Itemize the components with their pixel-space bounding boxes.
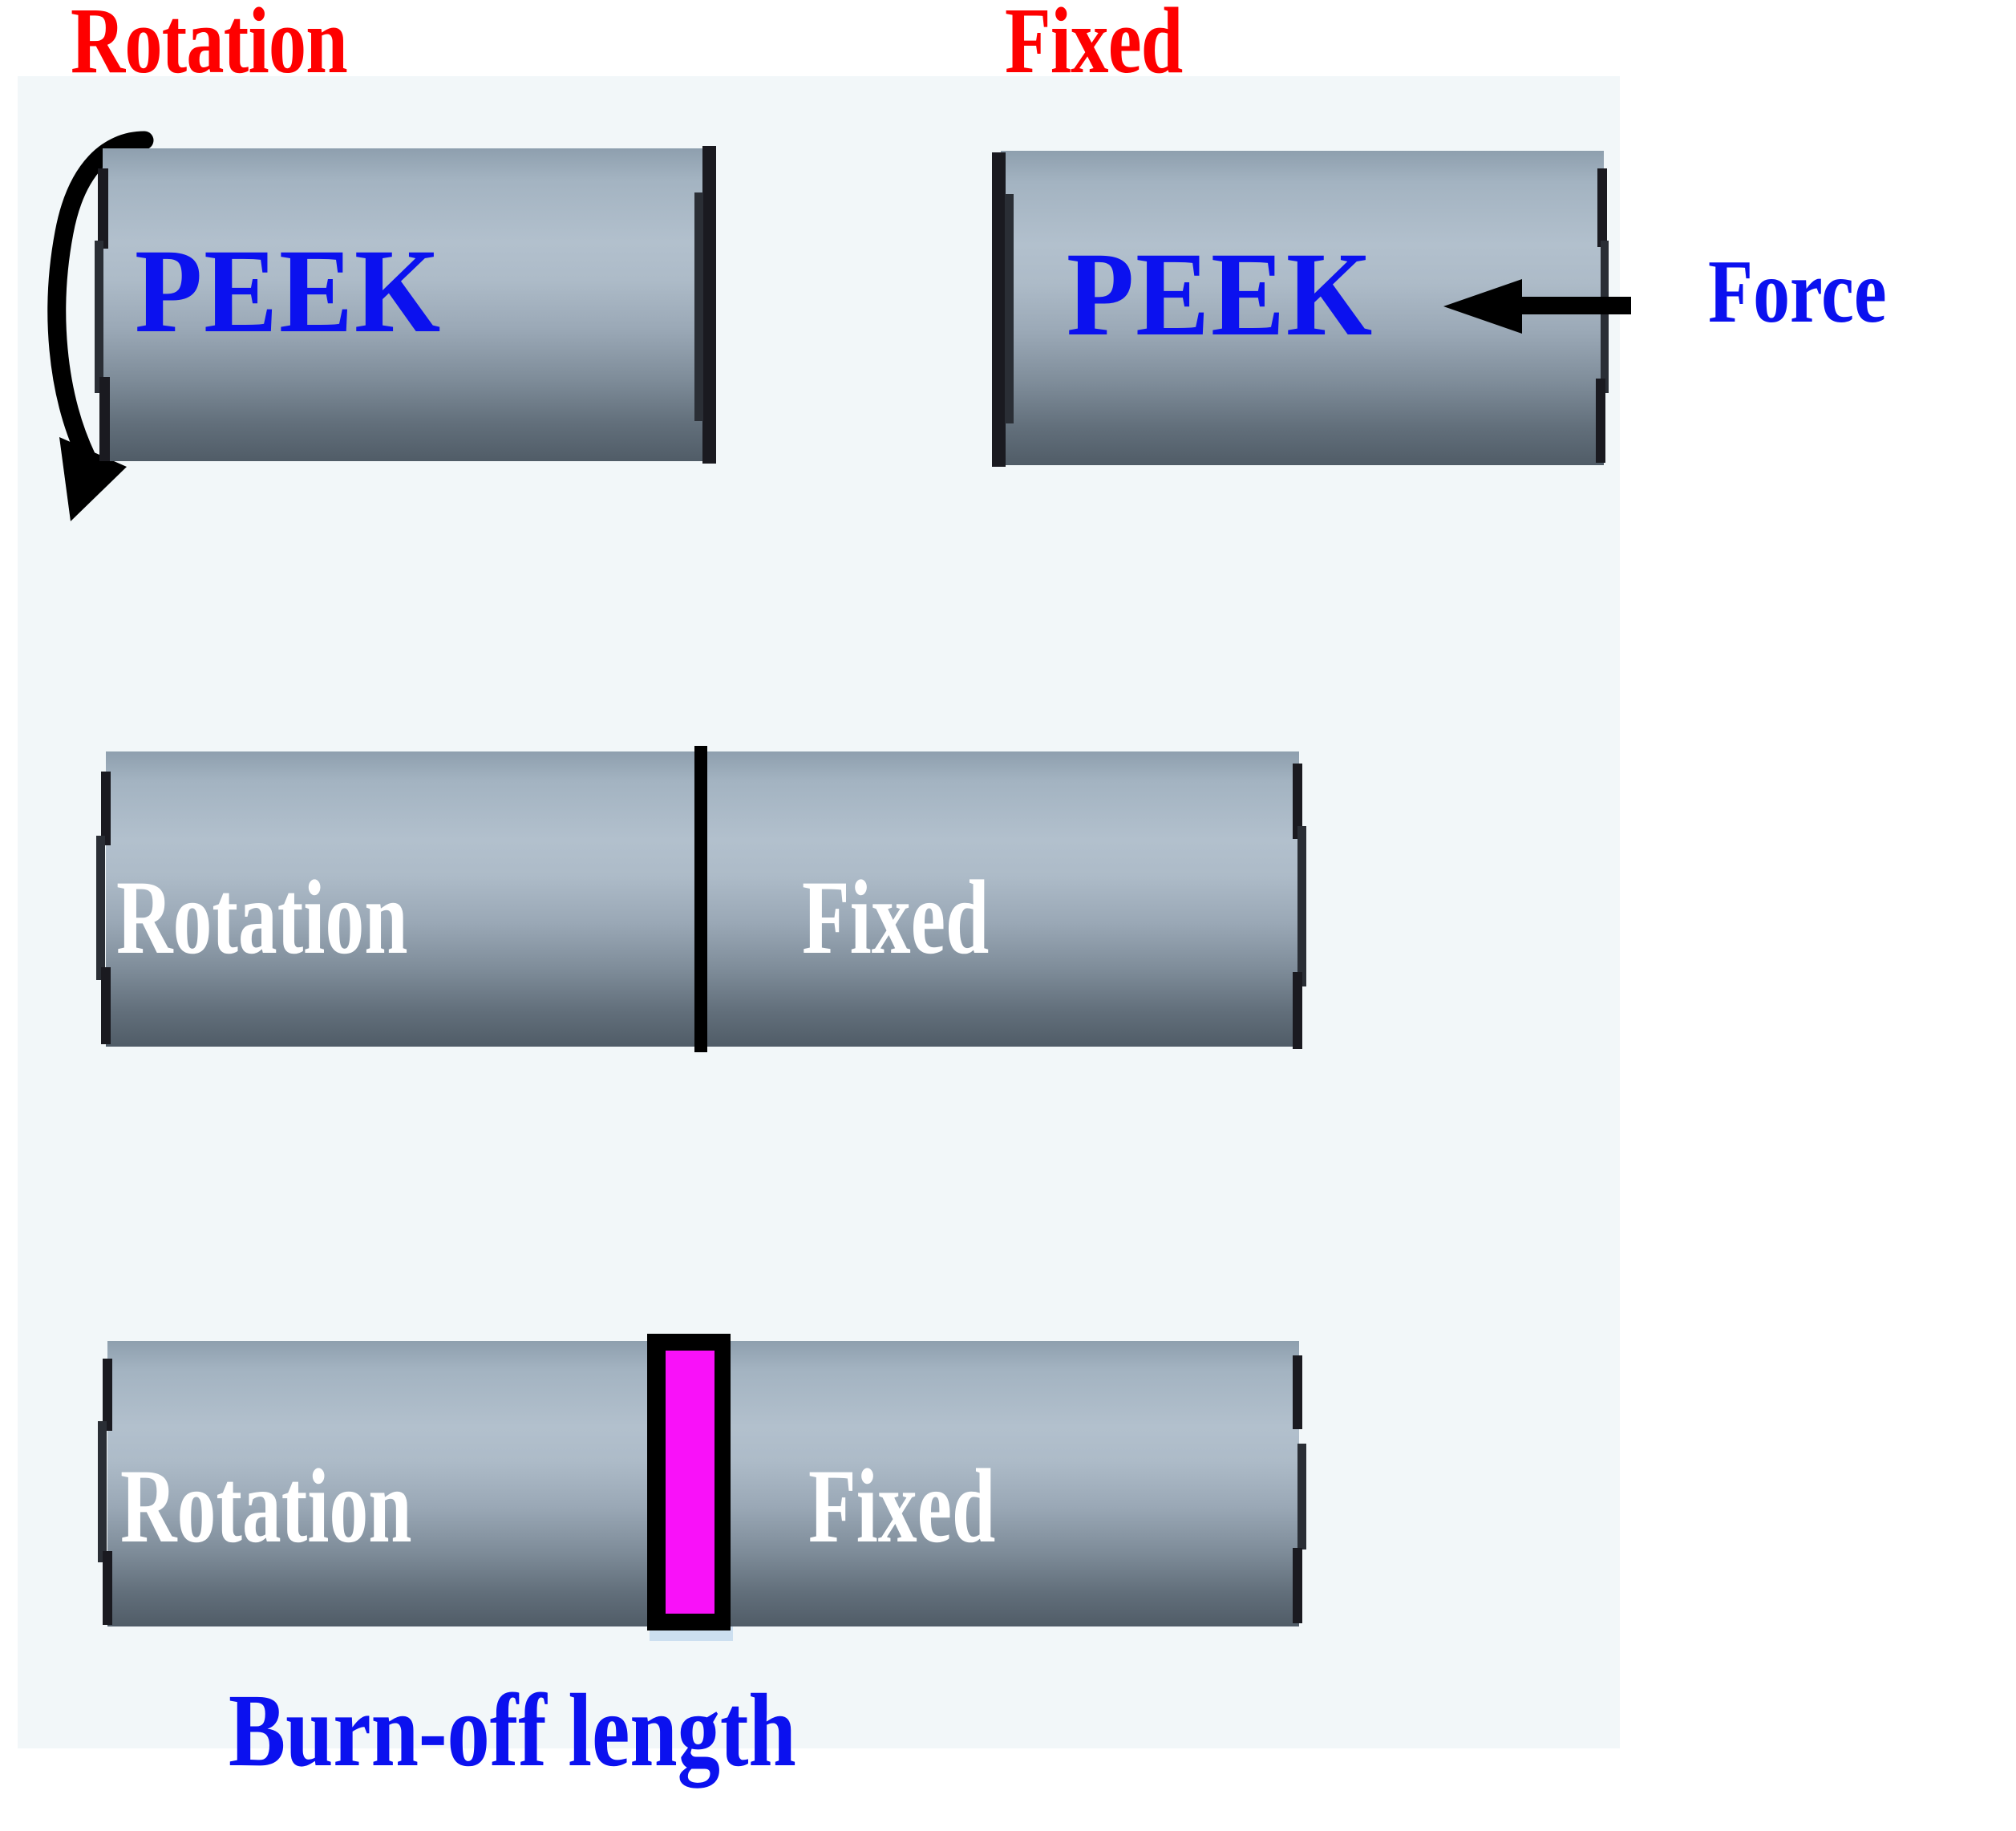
- step1-right-cylinder-left-endface: [992, 152, 1006, 467]
- step3-left-lip-bottom: [103, 1551, 112, 1625]
- step1-left-cylinder-right-endface: [702, 146, 716, 464]
- step2-left-lip-mid: [96, 836, 105, 980]
- step1-rotation-header: Rotation: [71, 0, 348, 93]
- step1-left-cylinder-left-lip-bottom: [99, 377, 110, 461]
- step1-fixed-header: Fixed: [1005, 0, 1183, 93]
- step1-right-cylinder-right-lip-mid: [1601, 241, 1609, 393]
- step3-left-lip-top: [103, 1359, 112, 1431]
- step2-rotation-label: Rotation: [116, 858, 408, 976]
- step1-left-cylinder-left-lip-mid: [95, 241, 103, 393]
- step1-left-cylinder-left-lip-top: [98, 168, 108, 249]
- step3-right-lip-top: [1293, 1355, 1302, 1429]
- burn-off-length-caption: Burn-off length: [229, 1673, 796, 1788]
- step1-right-cylinder-peek-label: PEEK: [1067, 228, 1374, 361]
- step1-right-cylinder-left-inner-edge: [1005, 194, 1014, 423]
- step3-right-lip-bottom: [1293, 1548, 1302, 1623]
- step1-left-cylinder-right-inner-edge: [694, 192, 703, 421]
- burn-off-band-magenta: [666, 1351, 715, 1614]
- step1-left-cylinder-peek-label: PEEK: [135, 225, 443, 358]
- step2-left-lip-bottom: [101, 967, 111, 1044]
- force-arrow-icon: [1443, 265, 1636, 353]
- step2-left-lip-top: [101, 772, 111, 845]
- step2-right-lip-mid: [1297, 826, 1306, 986]
- step3-fixed-label: Fixed: [808, 1447, 996, 1565]
- step1-left-cylinder: [103, 148, 708, 461]
- step2-right-lip-bottom: [1293, 972, 1302, 1049]
- step2-right-lip-top: [1293, 764, 1302, 839]
- step1-right-cylinder-right-lip-top: [1597, 168, 1607, 247]
- step3-right-lip-mid: [1297, 1444, 1306, 1549]
- step3-left-lip-mid: [98, 1421, 107, 1562]
- step2-weld-joint-line: [694, 746, 707, 1052]
- step2-fixed-label: Fixed: [802, 858, 990, 976]
- step3-rotation-label: Rotation: [120, 1447, 412, 1565]
- step1-right-cylinder-right-lip-bottom: [1596, 379, 1605, 463]
- force-label: Force: [1708, 242, 1887, 342]
